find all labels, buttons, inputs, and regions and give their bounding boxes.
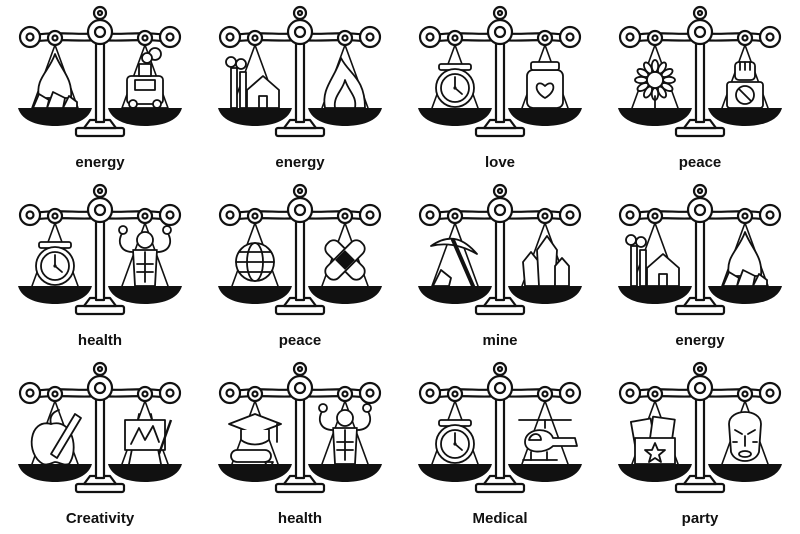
book-star-icon: [629, 415, 676, 465]
scale-frame: [618, 5, 782, 138]
scale-frame: [18, 5, 182, 138]
scale-pans: [418, 464, 582, 482]
scale-caption: peace: [678, 154, 722, 171]
scale-caption: energy: [275, 154, 325, 171]
scale-pans: [218, 286, 382, 304]
scale-pans: [218, 108, 382, 126]
balance-scale-illustration: [18, 5, 182, 138]
muscle-man-icon: [118, 225, 172, 287]
flower-icon: [634, 59, 676, 109]
steam-train-icon: [122, 47, 168, 109]
balance-scale-card: love: [400, 0, 600, 178]
muscle-man-icon: [318, 403, 372, 465]
scale-frame: [218, 5, 382, 138]
clock-icon: [35, 241, 75, 286]
balance-scale-illustration: [418, 361, 582, 494]
fire-icon: [323, 57, 366, 109]
balance-scale-illustration: [18, 183, 182, 316]
globe-icon: [235, 242, 275, 282]
heart-jar-icon: [526, 61, 564, 109]
scale-frame: [18, 361, 182, 494]
scale-pans: [418, 108, 582, 126]
protest-fist-icon: [726, 61, 764, 109]
balance-scale-card: Medical: [400, 356, 600, 534]
scale-frame: [618, 183, 782, 316]
scale-pans: [18, 108, 182, 126]
balance-scale-card: peace: [600, 0, 800, 178]
crystal-icon: [522, 235, 570, 287]
balance-scale-card: health: [0, 178, 200, 356]
scale-pans: [218, 464, 382, 482]
balance-scale-illustration: [218, 361, 382, 494]
balance-scale-illustration: [218, 5, 382, 138]
balance-scale-card: energy: [0, 0, 200, 178]
scale-pans: [18, 464, 182, 482]
scale-frame: [418, 183, 582, 316]
scale-caption: party: [681, 510, 719, 527]
scale-caption: love: [484, 154, 515, 171]
coal-fire-icon: [32, 53, 78, 109]
balance-scale-card: energy: [200, 0, 400, 178]
balance-scale-card: party: [600, 356, 800, 534]
scale-caption: energy: [75, 154, 125, 171]
balance-scale-card: health: [200, 356, 400, 534]
scale-caption: energy: [675, 332, 725, 349]
scale-frame: [418, 5, 582, 138]
scale-caption: peace: [278, 332, 322, 349]
clock-icon: [435, 63, 475, 108]
factory-house-icon: [625, 234, 680, 287]
scale-caption: health: [277, 510, 323, 527]
balance-scale-illustration: [418, 183, 582, 316]
balance-scale-illustration: [418, 5, 582, 138]
helicopter-icon: [518, 419, 578, 461]
balance-scale-illustration: [618, 361, 782, 494]
scale-pans: [418, 286, 582, 304]
clock-icon: [435, 419, 475, 464]
scale-pans: [18, 286, 182, 304]
balance-scale-illustration: [618, 5, 782, 138]
scale-pans: [618, 108, 782, 126]
balance-scale-illustration: [218, 183, 382, 316]
coal-fire-icon: [722, 231, 768, 287]
balance-scale-card: peace: [200, 178, 400, 356]
scale-frame: [418, 361, 582, 494]
balance-scale-illustration: [618, 183, 782, 316]
balance-scale-card: energy: [600, 178, 800, 356]
scale-caption: Medical: [472, 510, 528, 527]
scale-caption: health: [77, 332, 123, 349]
tribal-mask-icon: [728, 411, 762, 462]
bandage-icon: [324, 239, 366, 281]
balance-scale-card: Creativity: [0, 356, 200, 534]
scale-pans: [618, 464, 782, 482]
balance-scale-illustration: [18, 361, 182, 494]
balance-scale-card: mine: [400, 178, 600, 356]
scale-caption: mine: [482, 332, 518, 349]
easel-icon: [124, 413, 173, 465]
scale-pans: [618, 286, 782, 304]
factory-house-icon: [225, 56, 280, 109]
apple-pencil-icon: [30, 409, 82, 466]
graduation-cap-icon: [228, 413, 282, 471]
scale-caption: Creativity: [65, 510, 135, 527]
